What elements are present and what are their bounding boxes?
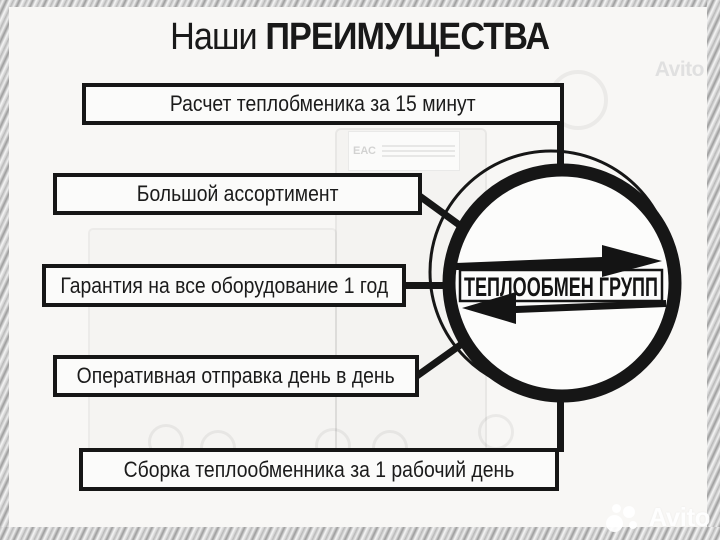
- advantage-label: Расчет теплобменика за 15 минут: [170, 91, 476, 116]
- logo-arrow-left-icon: [462, 292, 666, 324]
- company-logo-text: ТЕПЛООБМЕН ГРУПП: [464, 272, 658, 302]
- advantage-box-assortment: Большой ассортимент: [53, 173, 422, 215]
- logo-ring: [442, 163, 682, 403]
- company-logo: ТЕПЛООБМЕН ГРУПП: [456, 245, 666, 324]
- advantage-label: Сборка теплообменника за 1 рабочий день: [123, 456, 515, 482]
- title-regular-part: Наши: [170, 16, 258, 58]
- connector-line-lower-left: [411, 338, 469, 381]
- advantage-label: Большой ассортимент: [136, 181, 339, 206]
- advantage-label: Гарантия на все оборудование 1 год: [60, 272, 388, 298]
- advantage-box-warranty: Гарантия на все оборудование 1 год: [42, 264, 406, 307]
- advantage-label: Оперативная отправка день в день: [77, 363, 396, 388]
- advantage-box-calculation: Расчет теплобменика за 15 минут: [82, 83, 564, 125]
- logo-text-frame: [458, 268, 664, 303]
- page-title: Наши ПРЕИМУЩЕСТВА: [0, 16, 720, 59]
- title-bold-part: ПРЕИМУЩЕСТВА: [265, 16, 551, 58]
- advantage-box-shipping: Оперативная отправка день в день: [53, 355, 419, 397]
- advantage-box-assembly: Сборка теплообменника за 1 рабочий день: [79, 448, 559, 491]
